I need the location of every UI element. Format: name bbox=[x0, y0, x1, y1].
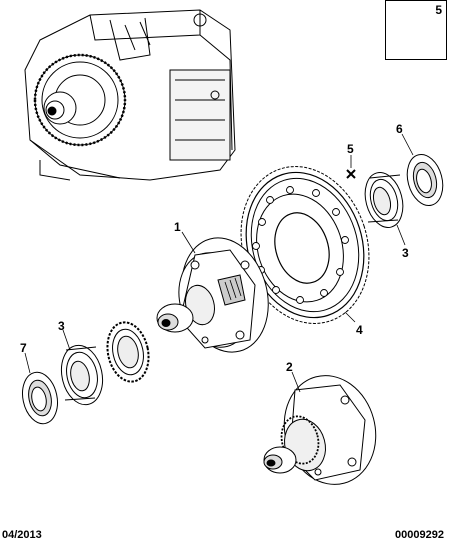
differential-case bbox=[156, 237, 269, 353]
lower-seal bbox=[22, 371, 58, 425]
callout-7: 7 bbox=[20, 341, 27, 355]
lower-bearing bbox=[60, 344, 104, 406]
inset-panel: 5 bbox=[385, 0, 447, 60]
callout-4: 4 bbox=[356, 323, 363, 337]
upper-seal bbox=[406, 154, 444, 206]
callout-3-lower: 3 bbox=[58, 319, 65, 333]
footer-date: 04/2013 bbox=[2, 529, 42, 541]
leader-lines bbox=[24, 133, 414, 393]
ring-gear bbox=[240, 166, 370, 324]
differential-assembly bbox=[263, 375, 377, 485]
footer-code: 00009292 bbox=[395, 529, 444, 541]
gearbox-housing bbox=[24, 9, 236, 181]
star-marker bbox=[346, 169, 356, 179]
callout-3-upper: 3 bbox=[402, 246, 409, 260]
gearbox-ring-teeth bbox=[33, 53, 127, 147]
upper-bearing bbox=[364, 172, 404, 228]
callout-6: 6 bbox=[396, 122, 403, 136]
callout-5: 5 bbox=[347, 142, 354, 156]
callout-2: 2 bbox=[286, 360, 293, 374]
speedo-gear bbox=[106, 321, 150, 383]
inset-callout-5: 5 bbox=[435, 3, 442, 17]
callout-1: 1 bbox=[174, 220, 181, 234]
